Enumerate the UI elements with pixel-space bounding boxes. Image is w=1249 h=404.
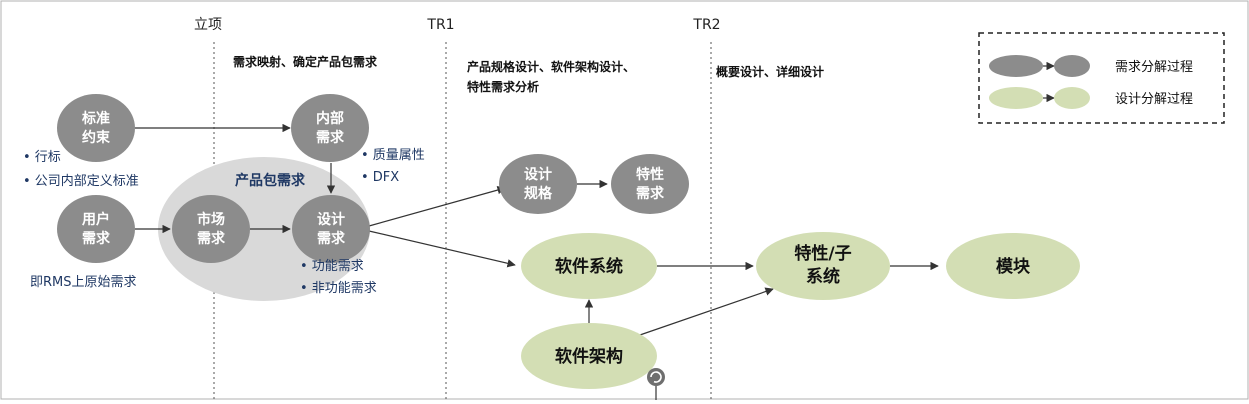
node-feature-subsystem — [756, 232, 890, 300]
node-user-requirement-label-1: 用户 — [82, 211, 110, 228]
node-software-architecture-label: 软件架构 — [555, 346, 623, 367]
note-rms-source: 即RMS上原始需求 — [30, 275, 137, 290]
node-module — [946, 233, 1080, 299]
node-market-requirement-label-1: 市场 — [197, 211, 225, 228]
note-dfx: • DFX — [361, 170, 399, 185]
stage-desc-spec-line1: 产品规格设计、软件架构设计、 — [467, 59, 635, 74]
stage-desc-requirements: 需求映射、确定产品包需求 — [233, 54, 378, 69]
node-internal-requirement-label-2: 需求 — [316, 129, 345, 146]
edge-design-to-spec — [368, 185, 506, 227]
note-industry-standard: • 行标 — [23, 150, 61, 165]
node-feature-requirement-label-2: 需求 — [636, 185, 665, 202]
node-feature-requirement-label-1: 特性 — [636, 166, 664, 183]
note-quality-attributes: • 质量属性 — [361, 148, 425, 163]
node-feature-subsystem-label-1: 特性/子 — [794, 243, 851, 264]
phase-label-initiation: 立项 — [194, 17, 222, 33]
legend-box — [978, 32, 1225, 124]
legend-gray-node-a — [989, 55, 1043, 77]
node-software-system — [521, 233, 657, 299]
node-standard-constraint-label-2: 约束 — [82, 129, 111, 146]
node-design-requirement-label-1: 设计 — [317, 211, 345, 228]
node-internal-requirement-label-1: 内部 — [316, 110, 344, 127]
legend-requirement-label: 需求分解过程 — [1115, 60, 1193, 75]
product-package-label: 产品包需求 — [235, 172, 306, 189]
node-feature-subsystem-label-2: 系统 — [806, 266, 840, 287]
node-design-requirement-label-2: 需求 — [317, 230, 346, 247]
phase-label-tr1: TR1 — [426, 17, 454, 33]
legend-green-node-a — [989, 87, 1043, 109]
edge-design-to-software-system — [368, 230, 516, 268]
node-software-architecture — [521, 323, 657, 389]
node-standard-constraint-label-1: 标准 — [81, 110, 110, 127]
phase-label-tr2: TR2 — [692, 17, 720, 33]
note-functional-requirements: • 功能需求 — [300, 259, 364, 274]
refresh-icon-arc — [650, 371, 662, 383]
node-internal-requirement — [291, 94, 369, 162]
node-design-spec — [499, 154, 577, 214]
note-nonfunctional-requirements: • 非功能需求 — [300, 281, 377, 296]
node-user-requirement-label-2: 需求 — [82, 230, 111, 247]
node-market-requirement — [172, 195, 250, 263]
legend-green-node-b — [1054, 87, 1090, 109]
stage-desc-spec-line2: 特性需求分析 — [467, 79, 539, 94]
legend-gray-node-b — [1054, 55, 1090, 77]
node-module-label: 模块 — [996, 256, 1031, 277]
node-user-requirement — [57, 195, 135, 263]
node-market-requirement-label-2: 需求 — [197, 230, 226, 247]
refresh-icon — [647, 368, 665, 386]
node-feature-requirement — [611, 154, 689, 214]
legend-design-label: 设计分解过程 — [1115, 92, 1193, 107]
note-company-standard: • 公司内部定义标准 — [23, 173, 139, 189]
stage-desc-design: 概要设计、详细设计 — [716, 64, 824, 79]
node-software-system-label: 软件系统 — [555, 256, 623, 277]
node-design-spec-label-1: 设计 — [524, 166, 552, 183]
edge-arch-to-subsystem — [636, 287, 774, 337]
node-design-spec-label-2: 规格 — [524, 185, 553, 202]
node-design-requirement — [292, 195, 370, 263]
node-standard-constraint — [57, 94, 135, 162]
